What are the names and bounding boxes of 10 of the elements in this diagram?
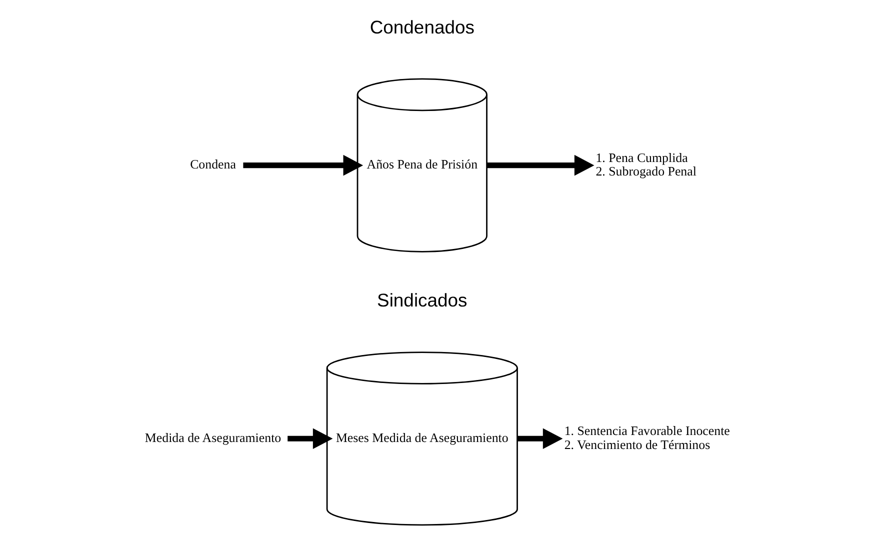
arrow <box>487 154 594 176</box>
arrow <box>243 154 364 176</box>
node-text: 1. Sentencia Favorable Inocente 2. Vencimiento de Términos <box>564 423 730 452</box>
arrow <box>288 428 333 450</box>
label: Condenados <box>370 16 474 38</box>
label: Sindicados <box>377 290 468 311</box>
node-text: Condena <box>190 156 236 172</box>
arrow <box>518 428 563 450</box>
node-text: Medida de Aseguramiento <box>144 430 282 446</box>
node-text: 1. Pena Cumplida 2. Subrogado Penal <box>596 150 696 179</box>
